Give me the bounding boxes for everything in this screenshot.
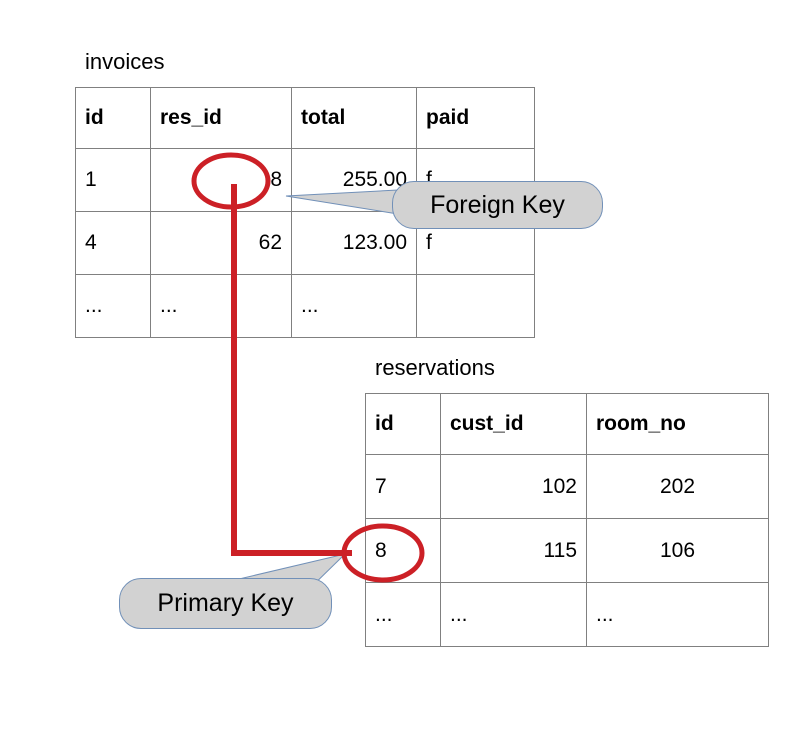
reservations-table: id cust_id room_no 7 102 202 8 115 106 .… [365, 393, 769, 647]
invoices-col-header-res-id: res_id [150, 87, 292, 149]
reservations-cell-room-no-1: 106 [586, 518, 769, 583]
invoices-col-header-total: total [291, 87, 417, 149]
reservations-cell-id-2: ... [365, 582, 441, 647]
reservations-cell-cust-id-2: ... [440, 582, 587, 647]
invoices-cell-id-0: 1 [75, 148, 151, 212]
reservations-cell-id-1: 8 [365, 518, 441, 583]
reservations-header-row: id cust_id room_no [365, 393, 769, 455]
foreign-key-callout: Foreign Key [392, 181, 603, 229]
table-row: ... ... ... [75, 274, 535, 338]
table-row: 8 115 106 [365, 518, 769, 583]
reservations-cell-room-no-0: 202 [586, 454, 769, 519]
invoices-cell-res-id-1: 62 [150, 211, 292, 275]
reservations-cell-room-no-2: ... [586, 582, 769, 647]
reservations-table-caption: reservations [375, 355, 495, 380]
reservations-col-header-id: id [365, 393, 441, 455]
invoices-cell-id-1: 4 [75, 211, 151, 275]
foreign-key-callout-label: Foreign Key [430, 190, 565, 219]
reservations-col-header-room-no: room_no [586, 393, 769, 455]
invoices-cell-res-id-2: ... [150, 274, 292, 338]
reservations-cell-id-0: 7 [365, 454, 441, 519]
reservations-col-header-cust-id: cust_id [440, 393, 587, 455]
primary-key-callout: Primary Key [119, 578, 332, 629]
invoices-cell-total-2: ... [291, 274, 417, 338]
invoices-col-header-id: id [75, 87, 151, 149]
invoices-header-row: id res_id total paid [75, 87, 535, 149]
invoices-cell-paid-2 [416, 274, 535, 338]
table-row: 7 102 202 [365, 454, 769, 519]
table-row: ... ... ... [365, 582, 769, 647]
invoices-cell-res-id-0: 8 [150, 148, 292, 212]
invoices-cell-id-2: ... [75, 274, 151, 338]
invoices-col-header-paid: paid [416, 87, 535, 149]
primary-key-callout-label: Primary Key [157, 589, 294, 617]
reservations-cell-cust-id-0: 102 [440, 454, 587, 519]
invoices-table-caption: invoices [85, 49, 165, 74]
reservations-cell-cust-id-1: 115 [440, 518, 587, 583]
